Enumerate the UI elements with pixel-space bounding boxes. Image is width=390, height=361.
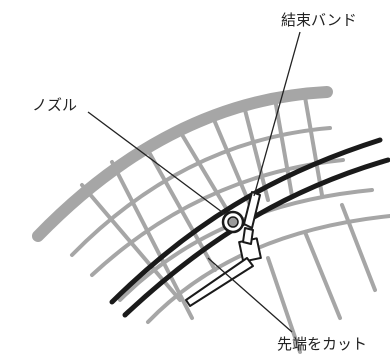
basket-radial	[266, 256, 302, 354]
basket-rim	[32, 86, 333, 242]
basket-radial	[242, 104, 270, 202]
leader-lines	[87, 31, 301, 333]
nozzle-icon	[221, 210, 245, 234]
basket-radial	[176, 126, 234, 220]
basket-radial	[303, 230, 342, 320]
label-cut-tip: 先端をカット	[277, 335, 368, 353]
basket-arc	[70, 126, 332, 257]
label-nozzle: ノズル	[32, 96, 78, 114]
cable-tie-icon	[185, 191, 262, 307]
hose-line-outer	[109, 137, 383, 305]
basket-radial	[110, 160, 194, 320]
wire-basket	[32, 86, 390, 354]
leader-line-cut	[207, 257, 293, 333]
leader-line-band	[253, 31, 301, 197]
basket-radial	[340, 203, 377, 292]
label-cable-tie: 結束バンド	[281, 11, 357, 29]
basket-radial	[210, 113, 252, 207]
basket-radial	[273, 97, 294, 198]
leader-line-nozzle	[87, 111, 227, 216]
basket-radial	[303, 95, 324, 197]
